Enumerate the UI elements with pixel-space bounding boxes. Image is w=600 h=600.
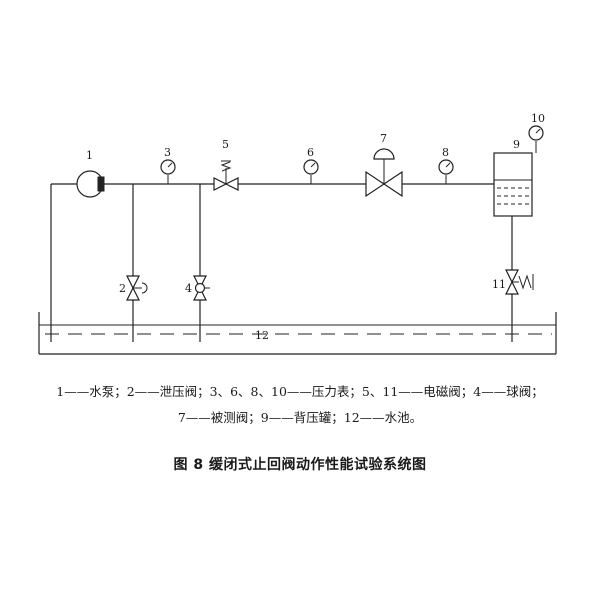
tested-valve-7: 7 xyxy=(365,132,403,198)
valve-7-actuator xyxy=(373,148,395,160)
label-gauge-3: 3 xyxy=(164,146,171,159)
valve-4-top-wedge xyxy=(193,275,207,290)
water-pump: 1 xyxy=(76,149,105,198)
solenoid-valve-11: 11 xyxy=(492,269,534,295)
valve-4-bottom-wedge xyxy=(193,286,207,301)
valve-11-top-wedge xyxy=(505,269,519,284)
pressure-gauge-8: 8 xyxy=(438,146,454,184)
label-ball-valve: 4 xyxy=(185,282,192,295)
water-pool: 12 xyxy=(38,312,557,355)
label-relief-valve: 2 xyxy=(119,282,126,295)
gauge-8-needle xyxy=(445,162,451,168)
label-gauge-8: 8 xyxy=(442,146,449,159)
valve-11-coil xyxy=(518,274,532,290)
pressure-gauge-3: 3 xyxy=(160,146,176,184)
label-solenoid-valve-11: 11 xyxy=(492,278,506,291)
label-water-pool: 12 xyxy=(255,329,269,342)
valve-5-right-wedge xyxy=(224,177,239,191)
piping xyxy=(50,183,513,342)
valve-7-right-wedge xyxy=(382,170,403,198)
valve-4-ball xyxy=(194,282,206,294)
valve-2-bottom-wedge xyxy=(126,286,140,301)
solenoid-valve-5: 5 xyxy=(213,138,239,191)
back-pressure-tank: 9 xyxy=(493,138,533,217)
gauge-10-needle xyxy=(535,128,541,134)
legend-line-1: 1——水泵；2——泄压阀；3、6、8、10——压力表；5、11——电磁阀；4——… xyxy=(56,384,544,399)
figure-title: 图 8 缓闭式止回阀动作性能试验系统图 xyxy=(173,457,427,473)
label-tested-valve: 7 xyxy=(380,132,387,145)
pump-outlet xyxy=(97,176,105,192)
gauge-6-needle xyxy=(310,162,316,168)
gauge-3-needle xyxy=(167,162,173,168)
label-back-pressure-tank: 9 xyxy=(513,138,520,151)
relief-valve-2: 2 xyxy=(119,275,148,301)
valve-7-left-wedge xyxy=(365,170,386,198)
valve-11-bottom-wedge xyxy=(505,280,519,295)
valve-2-top-wedge xyxy=(126,275,140,290)
valve-2-spring xyxy=(141,282,148,294)
ball-valve-4: 4 xyxy=(185,275,210,301)
label-gauge-10: 10 xyxy=(531,112,545,125)
legend-line-2: 7——被测阀；9——背压罐；12——水池。 xyxy=(177,410,423,425)
pressure-gauge-10: 10 xyxy=(528,112,545,153)
valve-5-left-wedge xyxy=(213,177,228,191)
label-solenoid-valve-5: 5 xyxy=(222,138,229,151)
tank-body xyxy=(493,152,533,217)
label-gauge-6: 6 xyxy=(307,146,314,159)
pressure-gauge-6: 6 xyxy=(303,146,319,184)
label-pump: 1 xyxy=(86,149,93,162)
valve-5-coil xyxy=(220,161,232,172)
